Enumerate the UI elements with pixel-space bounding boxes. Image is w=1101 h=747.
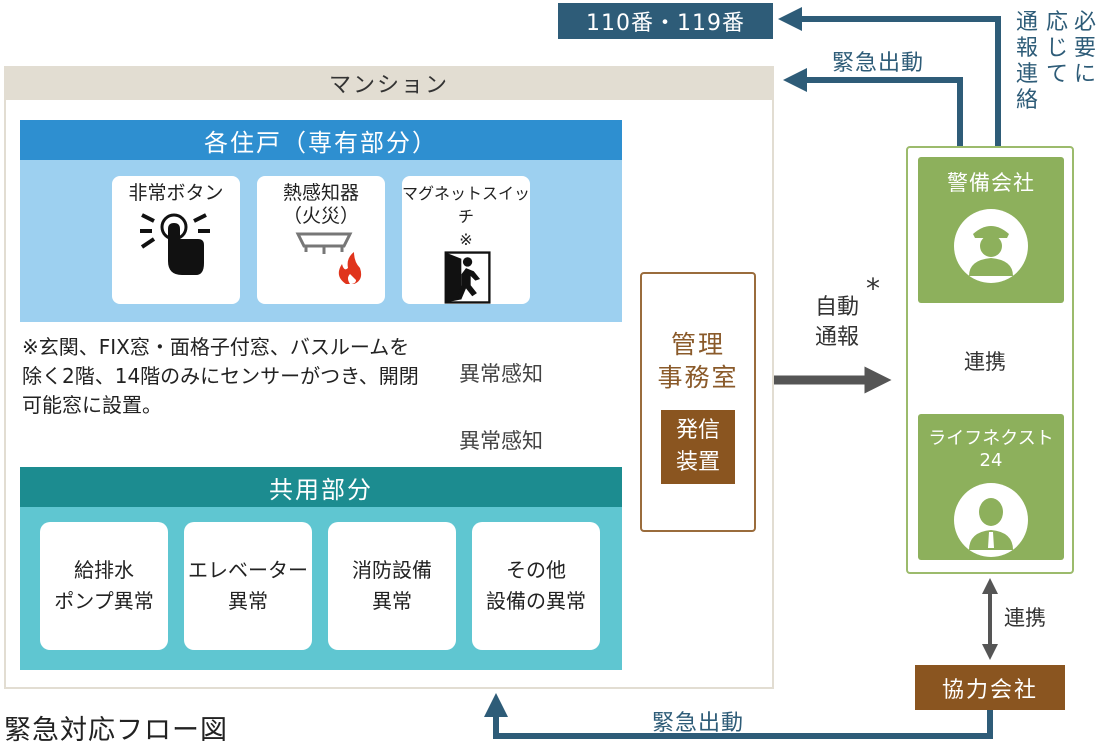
equip-elevator-abnormal: エレベーター 異常 [184,522,312,650]
common-area-title: 共用部分 [20,467,622,507]
sensor-emergency-button: 非常ボタン [112,176,240,304]
auto-report-asterisk: * [866,272,880,305]
management-office-title: 管理 事務室 [657,330,739,392]
arrow-dispatch-to-mansion [783,68,963,146]
units-title: 各住戸（専有部分） [20,120,622,160]
operator-person-icon [954,483,1028,557]
lifenext-card: ライフネクスト24 [918,414,1064,560]
security-guard-icon [954,209,1028,283]
security-company-name: 警備会社 [947,171,1035,195]
abnormal-detect-label-2: 異常感知 [456,425,546,455]
mansion-title: マンション [4,66,774,100]
internal-link-label: 連携 [962,346,1008,376]
sensor-heat-detector: 熱感知器 （火災） [257,176,385,304]
transmitter-device: 発信 装置 [661,410,735,484]
heat-detector-icon [295,232,362,284]
auto-report-label: 自動 通報 [814,295,859,350]
sensor-label: 熱感知器 （火災） [282,182,359,227]
contact-note-col-2: 応じて [1045,10,1068,87]
sensor-label: 非常ボタン [128,182,224,204]
emergency-numbers-box: 110番・119番 [558,3,773,39]
contact-note-col-1: 必要に [1073,10,1096,87]
abnormal-detect-label-1: 異常感知 [456,358,546,388]
equip-pump-abnormal: 給排水 ポンプ異常 [40,522,168,650]
security-company-card: 警備会社 [918,157,1064,303]
sensor-magnet-switch: マグネットスイッチ ※ [402,176,530,304]
equip-other-abnormal: その他 設備の異常 [472,522,600,650]
sensor-label: マグネットスイッチ ※ [402,184,531,249]
partner-link-label: 連携 [1004,606,1046,630]
management-office: 管理 事務室 発信 装置 [640,272,756,532]
partner-company: 協力会社 [915,665,1065,710]
diagram-title: 緊急対応フロー図 [4,715,228,746]
arrow-partner-to-mansion [484,693,993,739]
dispatch-label-bottom: 緊急出動 [652,711,745,736]
equip-fire-equipment-abnormal: 消防設備 異常 [328,522,456,650]
emergency-button-icon [140,213,210,275]
magnet-switch-icon [444,251,491,304]
arrow-to-emergency-numbers [778,7,1001,146]
lifenext-name: ライフネクスト24 [928,428,1054,471]
dispatch-label-top: 緊急出動 [832,51,925,76]
sensor-note: ※玄関、FIX窓・面格子付窓、バスルームを除く2階、14階のみにセンサーがつき、… [22,335,419,417]
contact-note-col-3: 通報連絡 [1015,10,1038,113]
